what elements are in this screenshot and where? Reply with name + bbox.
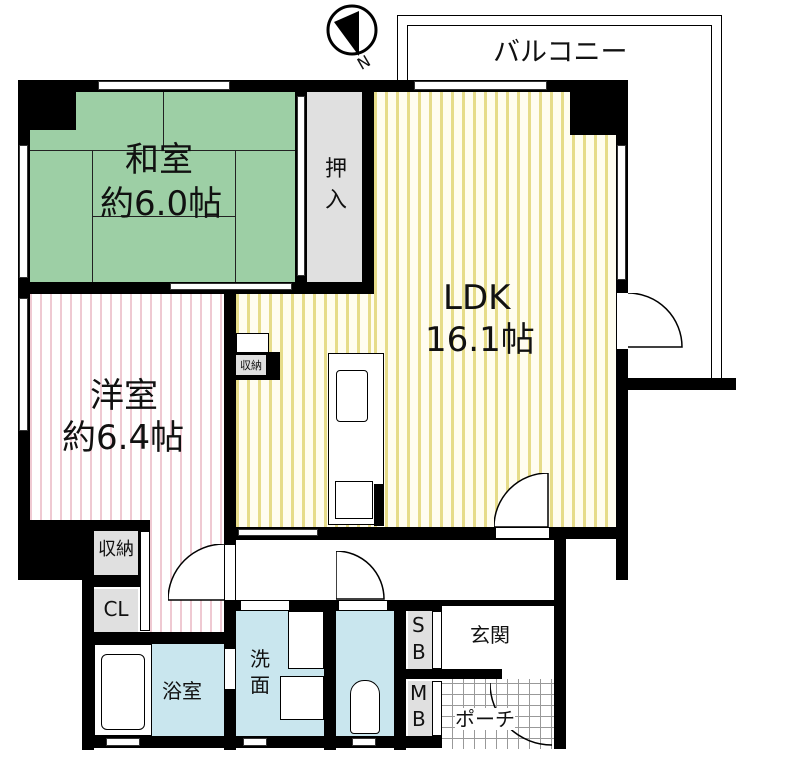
washitsu-size: 約6.0帖: [100, 184, 223, 224]
room-ldk: [374, 92, 618, 527]
window: [19, 145, 28, 278]
sliding-door: [238, 529, 318, 536]
ldk-door-opening[interactable]: [495, 527, 550, 539]
door-swing-icon: [336, 551, 385, 600]
washing-machine-icon: [280, 676, 324, 720]
ldk-storage: [236, 355, 266, 375]
washbasin-icon: [288, 611, 324, 669]
washroom-label-2: 面: [250, 673, 270, 697]
room-entrance: [442, 605, 554, 669]
kitchen-sink-icon: [336, 370, 368, 422]
kitchen-stove-icon: [335, 481, 373, 519]
window: [243, 738, 267, 746]
balcony-door[interactable]: [617, 293, 628, 349]
window: [414, 81, 547, 90]
wall: [224, 294, 236, 544]
washroom-door[interactable]: [240, 600, 290, 611]
wall-pillar: [18, 80, 76, 130]
wall: [374, 484, 384, 526]
wall: [82, 632, 236, 644]
porch-label: ポーチ: [455, 707, 515, 731]
meterbox: [408, 681, 432, 736]
ldk-name: LDK: [443, 278, 511, 318]
window: [352, 738, 376, 746]
shoebox-line2: B: [412, 640, 426, 664]
oshiire-label-1: 押入: [324, 157, 347, 213]
wall: [554, 539, 566, 749]
storage-room: [94, 531, 138, 575]
meterbox-line1: M: [410, 681, 428, 705]
compass: N: [326, 4, 378, 76]
washroom-label-1: 洗: [250, 647, 270, 671]
bathtub-icon: [101, 654, 145, 730]
wall: [94, 575, 150, 587]
shoebox-line1: S: [412, 613, 425, 637]
yoshitsu-name: 洋室: [90, 376, 158, 416]
ldk-storage-label: 収納: [240, 359, 262, 372]
meterbox-line2: B: [412, 707, 426, 731]
wall: [394, 600, 406, 750]
window: [617, 145, 626, 280]
door-swing-icon: [494, 473, 549, 528]
storage-label: 収納: [98, 539, 134, 560]
bath-door[interactable]: [224, 648, 236, 690]
closet: [94, 589, 138, 633]
compass-north-icon: [326, 4, 378, 56]
shoebox: [408, 611, 432, 669]
window: [106, 738, 140, 746]
yoshitsu-size: 約6.4帖: [62, 418, 185, 458]
hallway: [236, 539, 554, 601]
window: [98, 81, 230, 90]
washitsu-name: 和室: [125, 140, 193, 180]
toilet-door[interactable]: [338, 600, 388, 611]
room-bath: [152, 644, 224, 736]
wall: [362, 80, 374, 294]
closet-label: CL: [103, 597, 129, 621]
bath-label: 浴室: [162, 679, 202, 703]
wall: [628, 378, 736, 390]
room-oshiire: [307, 92, 362, 282]
window: [19, 298, 28, 431]
sliding-door: [297, 96, 305, 276]
balcony-label: バルコニー: [493, 37, 628, 68]
wall: [324, 600, 336, 750]
entrance-label: 玄関: [470, 623, 510, 647]
room-yoshitsu: [30, 294, 224, 520]
door-swing-icon: [628, 293, 683, 348]
sliding-door: [170, 283, 292, 290]
ldk-size: 16.1帖: [425, 320, 535, 360]
toilet-icon: [350, 680, 380, 734]
wall: [406, 669, 502, 679]
door-swing-icon: [168, 544, 225, 601]
shoebox-door[interactable]: [432, 611, 442, 669]
meterbox-door[interactable]: [432, 681, 442, 736]
storage-door[interactable]: [140, 531, 150, 631]
